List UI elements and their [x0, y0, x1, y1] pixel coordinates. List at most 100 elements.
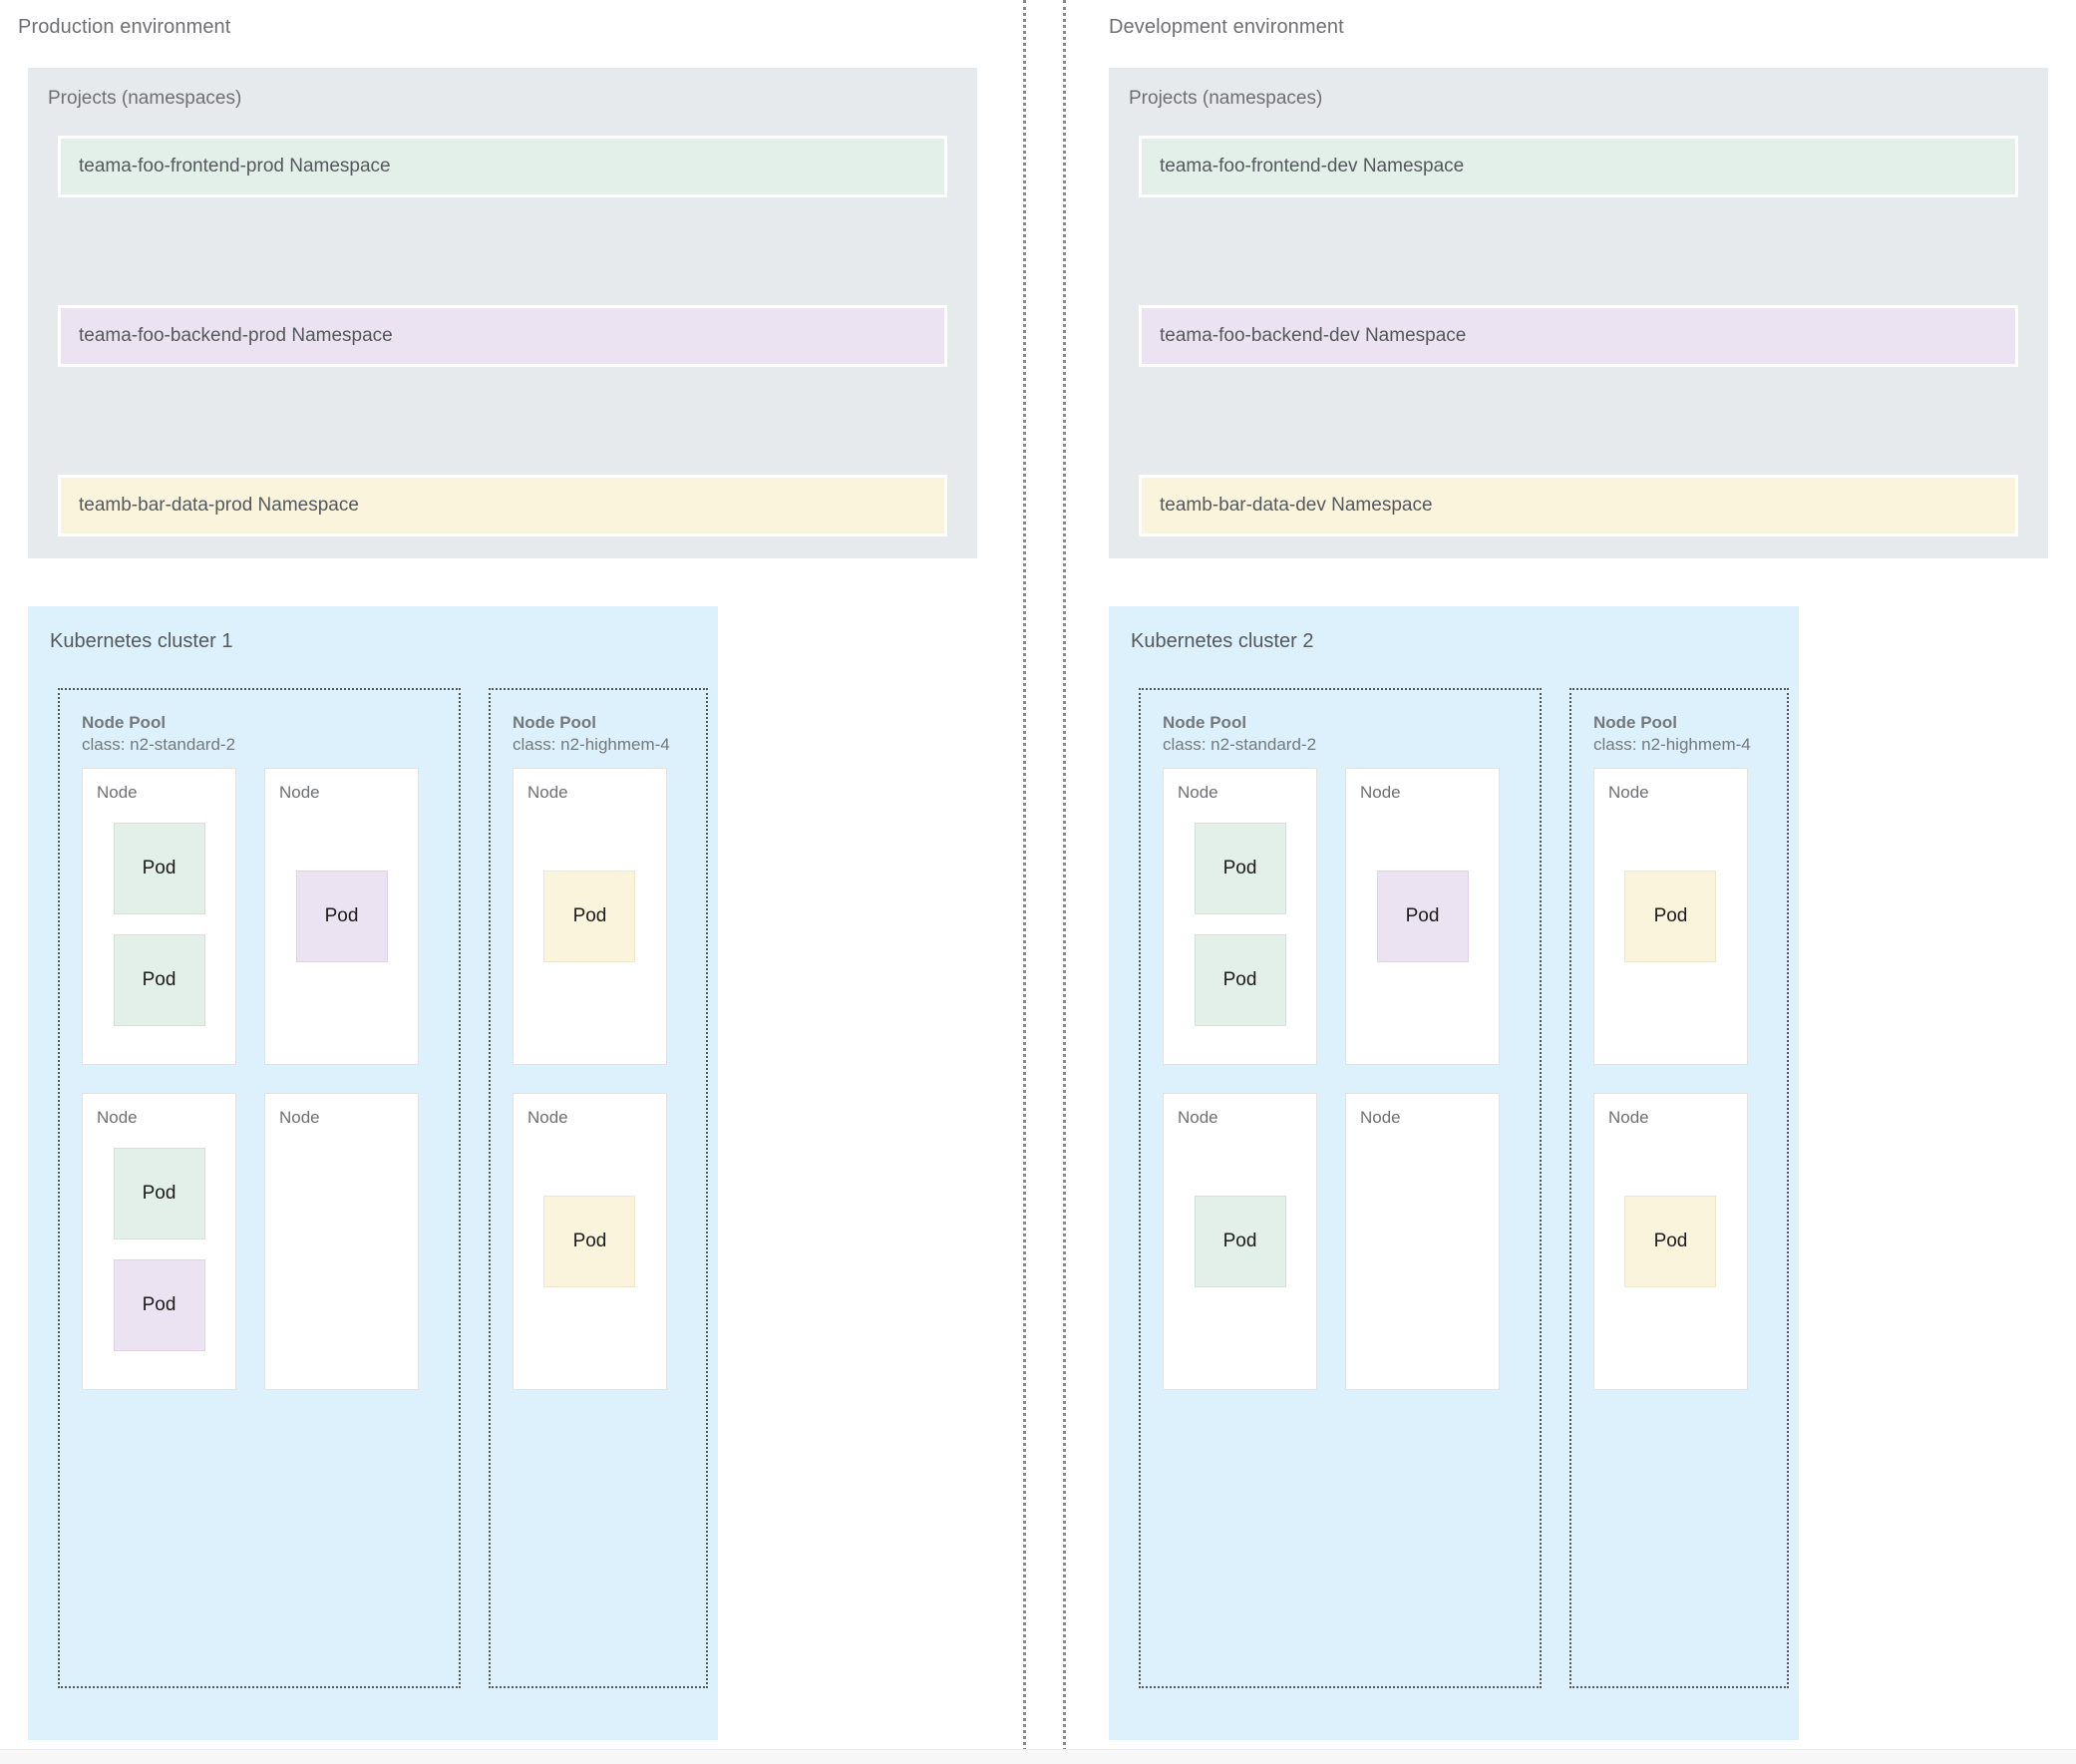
- node-grid: Node Pod Node Pod: [512, 767, 686, 1390]
- pod-stack: Pod: [514, 1094, 666, 1389]
- pod-label: Pod: [1222, 1230, 1257, 1251]
- pod-label: Pod: [142, 857, 176, 879]
- node-grid: Node Pod Pod Node: [1163, 767, 1520, 1390]
- node-box[interactable]: Node Pod Pod: [1163, 767, 1317, 1065]
- kubernetes-cluster-panel-2: Kubernetes cluster 2 Node Pool class: n2…: [1109, 606, 1799, 1740]
- cluster-title-2: Kubernetes cluster 2: [1131, 630, 1314, 652]
- pod-box[interactable]: Pod: [1624, 870, 1717, 962]
- node-pool-standard-cluster-1: Node Pool class: n2-standard-2 Node Pod …: [58, 688, 461, 1688]
- pod-box[interactable]: Pod: [113, 1258, 205, 1351]
- projects-heading-development: Projects (namespaces): [1129, 88, 1323, 109]
- namespace-box[interactable]: teama-foo-frontend-prod Namespace: [58, 136, 947, 197]
- namespace-box[interactable]: teama-foo-frontend-dev Namespace: [1139, 136, 2018, 197]
- node-pool-title: Node Pool: [1592, 713, 1678, 732]
- node-grid: Node Pod Pod Node: [82, 767, 439, 1390]
- node-label: Node: [279, 1107, 320, 1127]
- pod-box[interactable]: Pod: [113, 933, 205, 1026]
- environment-title-development: Development environment: [1109, 16, 1344, 38]
- node-box[interactable]: Node Pod Pod: [82, 767, 236, 1065]
- namespace-label: teamb-bar-data-dev Namespace: [1160, 495, 1433, 516]
- pod-label: Pod: [1653, 1230, 1688, 1251]
- namespace-label: teama-foo-frontend-dev Namespace: [1160, 156, 1465, 176]
- environment-column-production: Production environment Projects (namespa…: [0, 0, 1017, 1763]
- pod-label: Pod: [142, 968, 176, 990]
- projects-panel-production: Projects (namespaces) teama-foo-frontend…: [28, 68, 977, 558]
- namespace-label: teama-foo-backend-prod Namespace: [79, 325, 393, 346]
- pod-stack: Pod: [1594, 1094, 1747, 1389]
- pod-box[interactable]: Pod: [543, 1195, 636, 1287]
- pod-label: Pod: [142, 1182, 176, 1204]
- node-box[interactable]: Node Pod Pod: [82, 1092, 236, 1390]
- node-box[interactable]: Node Pod: [1592, 1092, 1748, 1390]
- node-label: Node: [279, 782, 320, 802]
- pod-label: Pod: [324, 904, 359, 926]
- pod-stack: Pod Pod: [83, 822, 235, 1026]
- node-pool-standard-cluster-2: Node Pool class: n2-standard-2 Node Pod …: [1139, 688, 1542, 1688]
- pod-label: Pod: [1222, 857, 1257, 879]
- node-label: Node: [1360, 782, 1401, 802]
- node-label: Node: [1178, 1107, 1218, 1127]
- pod-box[interactable]: Pod: [113, 1147, 205, 1239]
- node-box[interactable]: Node Pod: [264, 767, 419, 1065]
- pod-box[interactable]: Pod: [543, 870, 636, 962]
- namespace-box[interactable]: teama-foo-backend-dev Namespace: [1139, 305, 2018, 367]
- node-box[interactable]: Node Pod: [512, 767, 667, 1065]
- node-box[interactable]: Node: [264, 1092, 419, 1390]
- node-grid: Node Pod Node Pod: [1592, 767, 1767, 1390]
- environment-divider-line-1: [1023, 0, 1026, 1763]
- pod-box[interactable]: Pod: [295, 870, 388, 962]
- pod-label: Pod: [572, 904, 607, 926]
- pod-box[interactable]: Pod: [1194, 1195, 1286, 1287]
- node-pool-class: class: n2-standard-2: [1163, 734, 1317, 754]
- node-label: Node: [97, 1107, 138, 1127]
- pod-label: Pod: [1653, 904, 1688, 926]
- node-box[interactable]: Node Pod: [1163, 1092, 1317, 1390]
- namespace-label: teamb-bar-data-prod Namespace: [79, 495, 359, 516]
- node-pool-row-cluster-2: Node Pool class: n2-standard-2 Node Pod …: [1139, 688, 1789, 1688]
- pod-stack: Pod: [1346, 769, 1499, 1064]
- pod-box[interactable]: Pod: [1194, 933, 1286, 1026]
- node-pool-class: class: n2-highmem-4: [512, 734, 670, 754]
- node-pool-title: Node Pool: [82, 713, 167, 732]
- environment-column-development: Development environment Projects (namesp…: [1081, 0, 2076, 1763]
- node-pool-row-cluster-1: Node Pool class: n2-standard-2 Node Pod …: [58, 688, 708, 1688]
- pod-label: Pod: [572, 1230, 607, 1251]
- pod-stack: Pod Pod: [1164, 822, 1316, 1026]
- pod-box[interactable]: Pod: [113, 822, 205, 914]
- node-label: Node: [1178, 782, 1218, 802]
- namespace-list-development: teama-foo-frontend-dev Namespace teama-f…: [1139, 136, 2018, 536]
- pod-label: Pod: [142, 1293, 176, 1315]
- node-pool-highmem-cluster-1: Node Pool class: n2-highmem-4 Node Pod: [488, 688, 708, 1688]
- node-box[interactable]: Node Pod: [1345, 767, 1500, 1065]
- node-label: Node: [1607, 1107, 1649, 1127]
- node-label: Node: [526, 782, 568, 802]
- kubernetes-cluster-panel-1: Kubernetes cluster 1 Node Pool class: n2…: [28, 606, 718, 1740]
- node-pool-highmem-cluster-2: Node Pool class: n2-highmem-4 Node Pod: [1568, 688, 1789, 1688]
- projects-heading-production: Projects (namespaces): [48, 88, 242, 109]
- environment-title-production: Production environment: [18, 16, 231, 38]
- pod-box[interactable]: Pod: [1376, 870, 1469, 962]
- node-label: Node: [526, 1107, 568, 1127]
- node-label: Node: [97, 782, 138, 802]
- pod-box[interactable]: Pod: [1624, 1195, 1717, 1287]
- node-box[interactable]: Node: [1345, 1092, 1500, 1390]
- namespace-box[interactable]: teamb-bar-data-prod Namespace: [58, 475, 947, 536]
- pod-stack: Pod: [1594, 769, 1747, 1064]
- node-label: Node: [1360, 1107, 1401, 1127]
- node-box[interactable]: Node Pod: [512, 1092, 667, 1390]
- pod-label: Pod: [1222, 968, 1257, 990]
- node-box[interactable]: Node Pod: [1592, 767, 1748, 1065]
- node-pool-class: class: n2-highmem-4: [1592, 734, 1751, 754]
- namespace-box[interactable]: teama-foo-backend-prod Namespace: [58, 305, 947, 367]
- namespace-box[interactable]: teamb-bar-data-dev Namespace: [1139, 475, 2018, 536]
- node-pool-title: Node Pool: [512, 713, 597, 732]
- node-label: Node: [1607, 782, 1649, 802]
- namespace-label: teama-foo-backend-dev Namespace: [1160, 325, 1467, 346]
- projects-panel-development: Projects (namespaces) teama-foo-frontend…: [1109, 68, 2048, 558]
- pod-box[interactable]: Pod: [1194, 822, 1286, 914]
- environment-divider-line-2: [1063, 0, 1066, 1763]
- pod-stack: Pod: [1164, 1094, 1316, 1389]
- pod-stack: Pod: [514, 769, 666, 1064]
- node-pool-title: Node Pool: [1163, 713, 1247, 732]
